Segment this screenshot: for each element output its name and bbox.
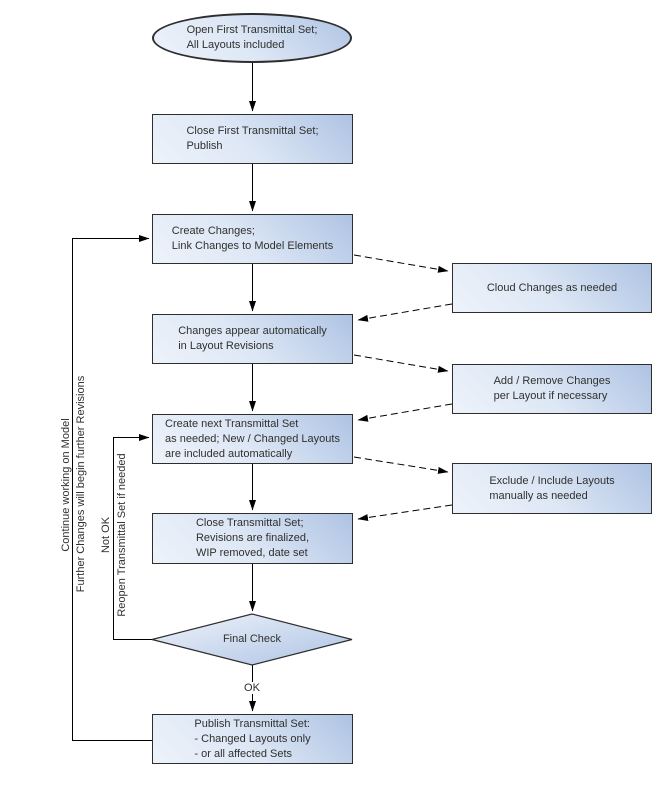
- node-text-line: manually as needed: [489, 489, 588, 502]
- node-text-line: Revisions are finalized,: [195, 532, 310, 544]
- node-text-line: Close First Transmittal Set;: [186, 125, 319, 137]
- node-cloud-changes: Cloud Changes as needed: [452, 263, 652, 313]
- node-open-first-transmittal-set: Open First Transmittal Set; All Layouts …: [152, 13, 352, 63]
- node-text-line: All Layouts included: [186, 39, 285, 51]
- node-text-line: Create next Transmittal Set: [165, 417, 299, 430]
- node-text: Publish Transmittal Set: - Changed Layou…: [194, 717, 310, 762]
- node-text-line: Publish: [186, 140, 223, 152]
- dashed-create-next-to-exclude-include: [353, 456, 449, 474]
- node-text: Cloud Changes as needed: [487, 281, 617, 296]
- node-text-line: as needed; New / Changed Layouts: [165, 432, 340, 445]
- not-ok-edge-label: Not OK: [100, 516, 112, 554]
- node-publish-transmittal-set: Publish Transmittal Set: - Changed Layou…: [152, 714, 353, 764]
- node-text-line: Close Transmittal Set;: [195, 517, 304, 529]
- node-close-transmittal-set: Close Transmittal Set; Revisions are fin…: [152, 513, 353, 564]
- node-text: Create Changes; Link Changes to Model El…: [172, 224, 333, 254]
- node-close-first-transmittal-set: Close First Transmittal Set; Publish: [152, 114, 353, 164]
- node-create-changes: Create Changes; Link Changes to Model El…: [152, 214, 353, 264]
- node-text-line: Exclude / Include Layouts: [489, 474, 615, 487]
- dashed-changes-appear-to-add-remove: [353, 354, 449, 373]
- dashed-create-changes-to-cloud: [353, 254, 449, 273]
- node-create-next-transmittal-set: Create next Transmittal Set as needed; N…: [152, 414, 353, 464]
- node-text-line: per Layout if necessary: [493, 390, 608, 402]
- node-changes-appear-automatically: Changes appear automatically in Layout R…: [152, 314, 353, 364]
- node-exclude-include-layouts: Exclude / Include Layouts manually as ne…: [452, 463, 652, 514]
- node-text-line: Publish Transmittal Set:: [194, 717, 310, 730]
- node-text: Changes appear automatically in Layout R…: [178, 324, 327, 354]
- node-text: Open First Transmittal Set; All Layouts …: [187, 23, 318, 53]
- ok-edge-label: OK: [242, 682, 262, 694]
- reopen-edge-label: Reopen Transmittal Set if needed: [116, 453, 128, 617]
- node-text: Close First Transmittal Set; Publish: [186, 124, 318, 154]
- node-text-line: in Layout Revisions: [178, 340, 274, 352]
- node-text-line: Open First Transmittal Set;: [186, 24, 318, 36]
- decision-final-check: [151, 613, 353, 666]
- final-check-label: Final Check: [222, 633, 282, 645]
- dashed-exclude-include-to-close-set: [357, 504, 453, 521]
- node-text-line: Link Changes to Model Elements: [171, 240, 334, 252]
- loop-continue-working-on-model: [72, 235, 152, 741]
- node-text: Close Transmittal Set; Revisions are fin…: [196, 516, 309, 561]
- node-text-line: - or all affected Sets: [194, 747, 293, 760]
- node-text-line: Add / Remove Changes: [493, 375, 611, 387]
- dashed-add-remove-to-create-next: [357, 403, 453, 422]
- node-text-line: Cloud Changes as needed: [486, 281, 618, 294]
- node-text-line: - Changed Layouts only: [194, 732, 311, 745]
- node-text: Add / Remove Changes per Layout if neces…: [494, 374, 611, 404]
- node-text: Exclude / Include Layouts manually as ne…: [489, 474, 614, 504]
- node-text-line: Changes appear automatically: [178, 325, 327, 337]
- dashed-cloud-to-changes-appear: [357, 303, 453, 322]
- node-text: Create next Transmittal Set as needed; N…: [165, 417, 340, 462]
- further-changes-edge-label: Further Changes will begin further Revis…: [75, 375, 87, 593]
- node-text-line: WIP removed, date set: [195, 547, 308, 559]
- continue-working-edge-label: Continue working on Model: [60, 418, 72, 552]
- node-text-line: Create Changes;: [171, 225, 255, 237]
- node-add-remove-changes: Add / Remove Changes per Layout if neces…: [452, 364, 652, 414]
- node-text-line: are included automatically: [165, 447, 293, 460]
- loop-not-ok-reopen: [113, 434, 152, 640]
